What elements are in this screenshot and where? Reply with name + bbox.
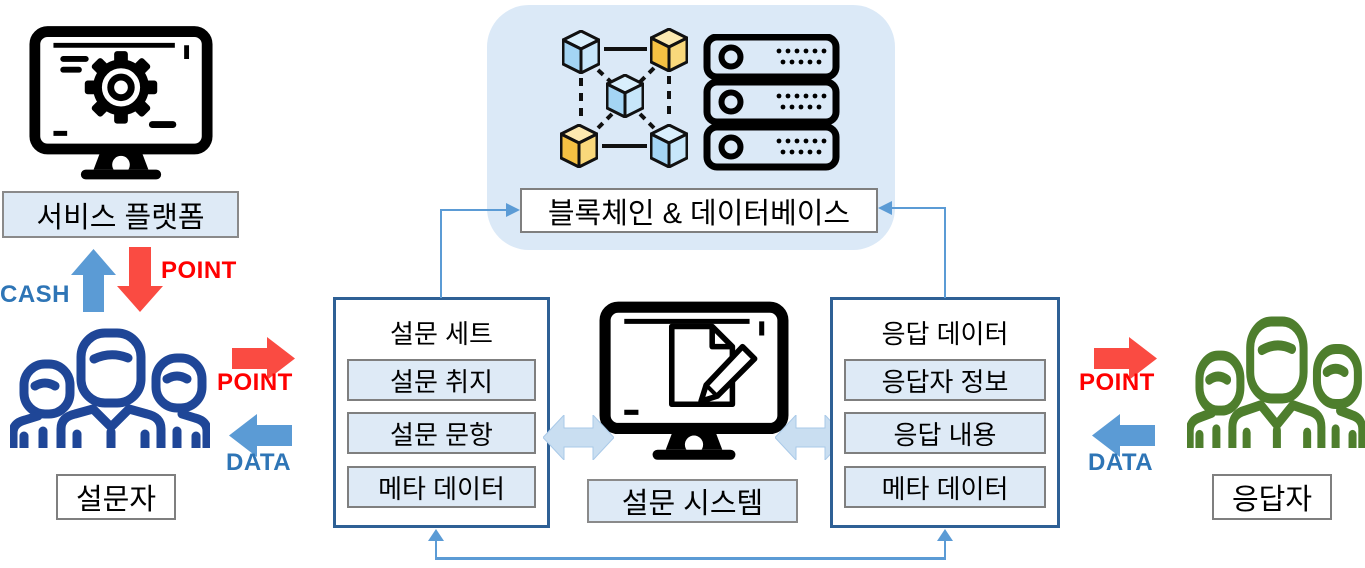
right-double-arrow <box>775 415 846 460</box>
service-platform-monitor-icon <box>28 24 214 184</box>
arrowhead-into-blockchain-left <box>506 203 520 217</box>
point-top-label: POINT <box>161 257 237 284</box>
respondent-point-arrow <box>1094 337 1157 380</box>
connector-surveyset-to-blockchain-vertical <box>440 210 442 298</box>
response-data-title: 응답 데이터 <box>881 319 1009 349</box>
survey-set-title: 설문 세트 <box>390 319 493 349</box>
survey-system-monitor-icon <box>598 301 790 463</box>
gear-icon <box>84 51 158 124</box>
response-data-item: 메타 데이터 <box>844 466 1046 508</box>
surveyor-point-label: POINT <box>217 369 293 396</box>
survey-set-item: 메타 데이터 <box>347 466 536 508</box>
surveyor-label-text: 설문자 <box>75 484 157 516</box>
cash-up-arrow <box>71 249 116 312</box>
respondent-people-icon <box>1187 316 1365 448</box>
arrowhead-into-blockchain-right <box>878 201 892 215</box>
respondent-data-arrow <box>1092 414 1155 457</box>
database-server-icon <box>703 34 840 172</box>
respondent-data-label: DATA <box>1088 449 1154 476</box>
connector-responsedata-to-blockchain-horizontal <box>892 207 946 209</box>
response-data-box: 응답 데이터 응답자 정보 응답 내용 메타 데이터 <box>830 297 1060 528</box>
blockchain-db-label: 블록체인 & 데이터베이스 <box>520 188 878 233</box>
connector-bottom-horizontal <box>435 557 946 560</box>
survey-system-label: 설문 시스템 <box>587 479 798 523</box>
survey-set-item: 설문 취지 <box>347 359 536 401</box>
respondent-label-text: 응답자 <box>1231 484 1313 516</box>
surveyor-point-arrow <box>232 337 295 380</box>
response-data-item: 응답자 정보 <box>844 359 1046 401</box>
surveyor-data-arrow <box>229 414 292 457</box>
document-pencil-icon <box>668 323 758 408</box>
respondent-point-label: POINT <box>1079 369 1155 396</box>
respondent-label: 응답자 <box>1212 474 1332 520</box>
blockchain-icon <box>560 28 688 168</box>
surveyor-people-icon <box>10 328 210 448</box>
arrowhead-into-surveyset-bottom <box>428 529 444 541</box>
connector-surveyset-to-blockchain-horizontal <box>440 209 506 211</box>
blockchain-db-label-text: 블록체인 & 데이터베이스 <box>547 197 851 230</box>
left-double-arrow <box>543 415 614 460</box>
connector-responsedata-to-blockchain-vertical <box>944 207 946 298</box>
service-platform-label-text: 서비스 플랫폼 <box>36 201 205 234</box>
point-down-arrow <box>117 247 163 312</box>
cash-label: CASH <box>0 281 71 308</box>
survey-set-item: 설문 문항 <box>347 412 536 454</box>
arrowhead-into-responsedata-bottom <box>937 529 953 541</box>
service-platform-label: 서비스 플랫폼 <box>2 191 239 238</box>
survey-system-label-text: 설문 시스템 <box>621 488 764 520</box>
survey-set-box: 설문 세트 설문 취지 설문 문항 메타 데이터 <box>333 297 550 528</box>
response-data-item: 응답 내용 <box>844 412 1046 454</box>
surveyor-data-label: DATA <box>226 449 292 476</box>
connector-bottom-left-vertical <box>435 540 437 559</box>
connector-bottom-right-vertical <box>944 540 946 559</box>
surveyor-label: 설문자 <box>56 474 176 520</box>
